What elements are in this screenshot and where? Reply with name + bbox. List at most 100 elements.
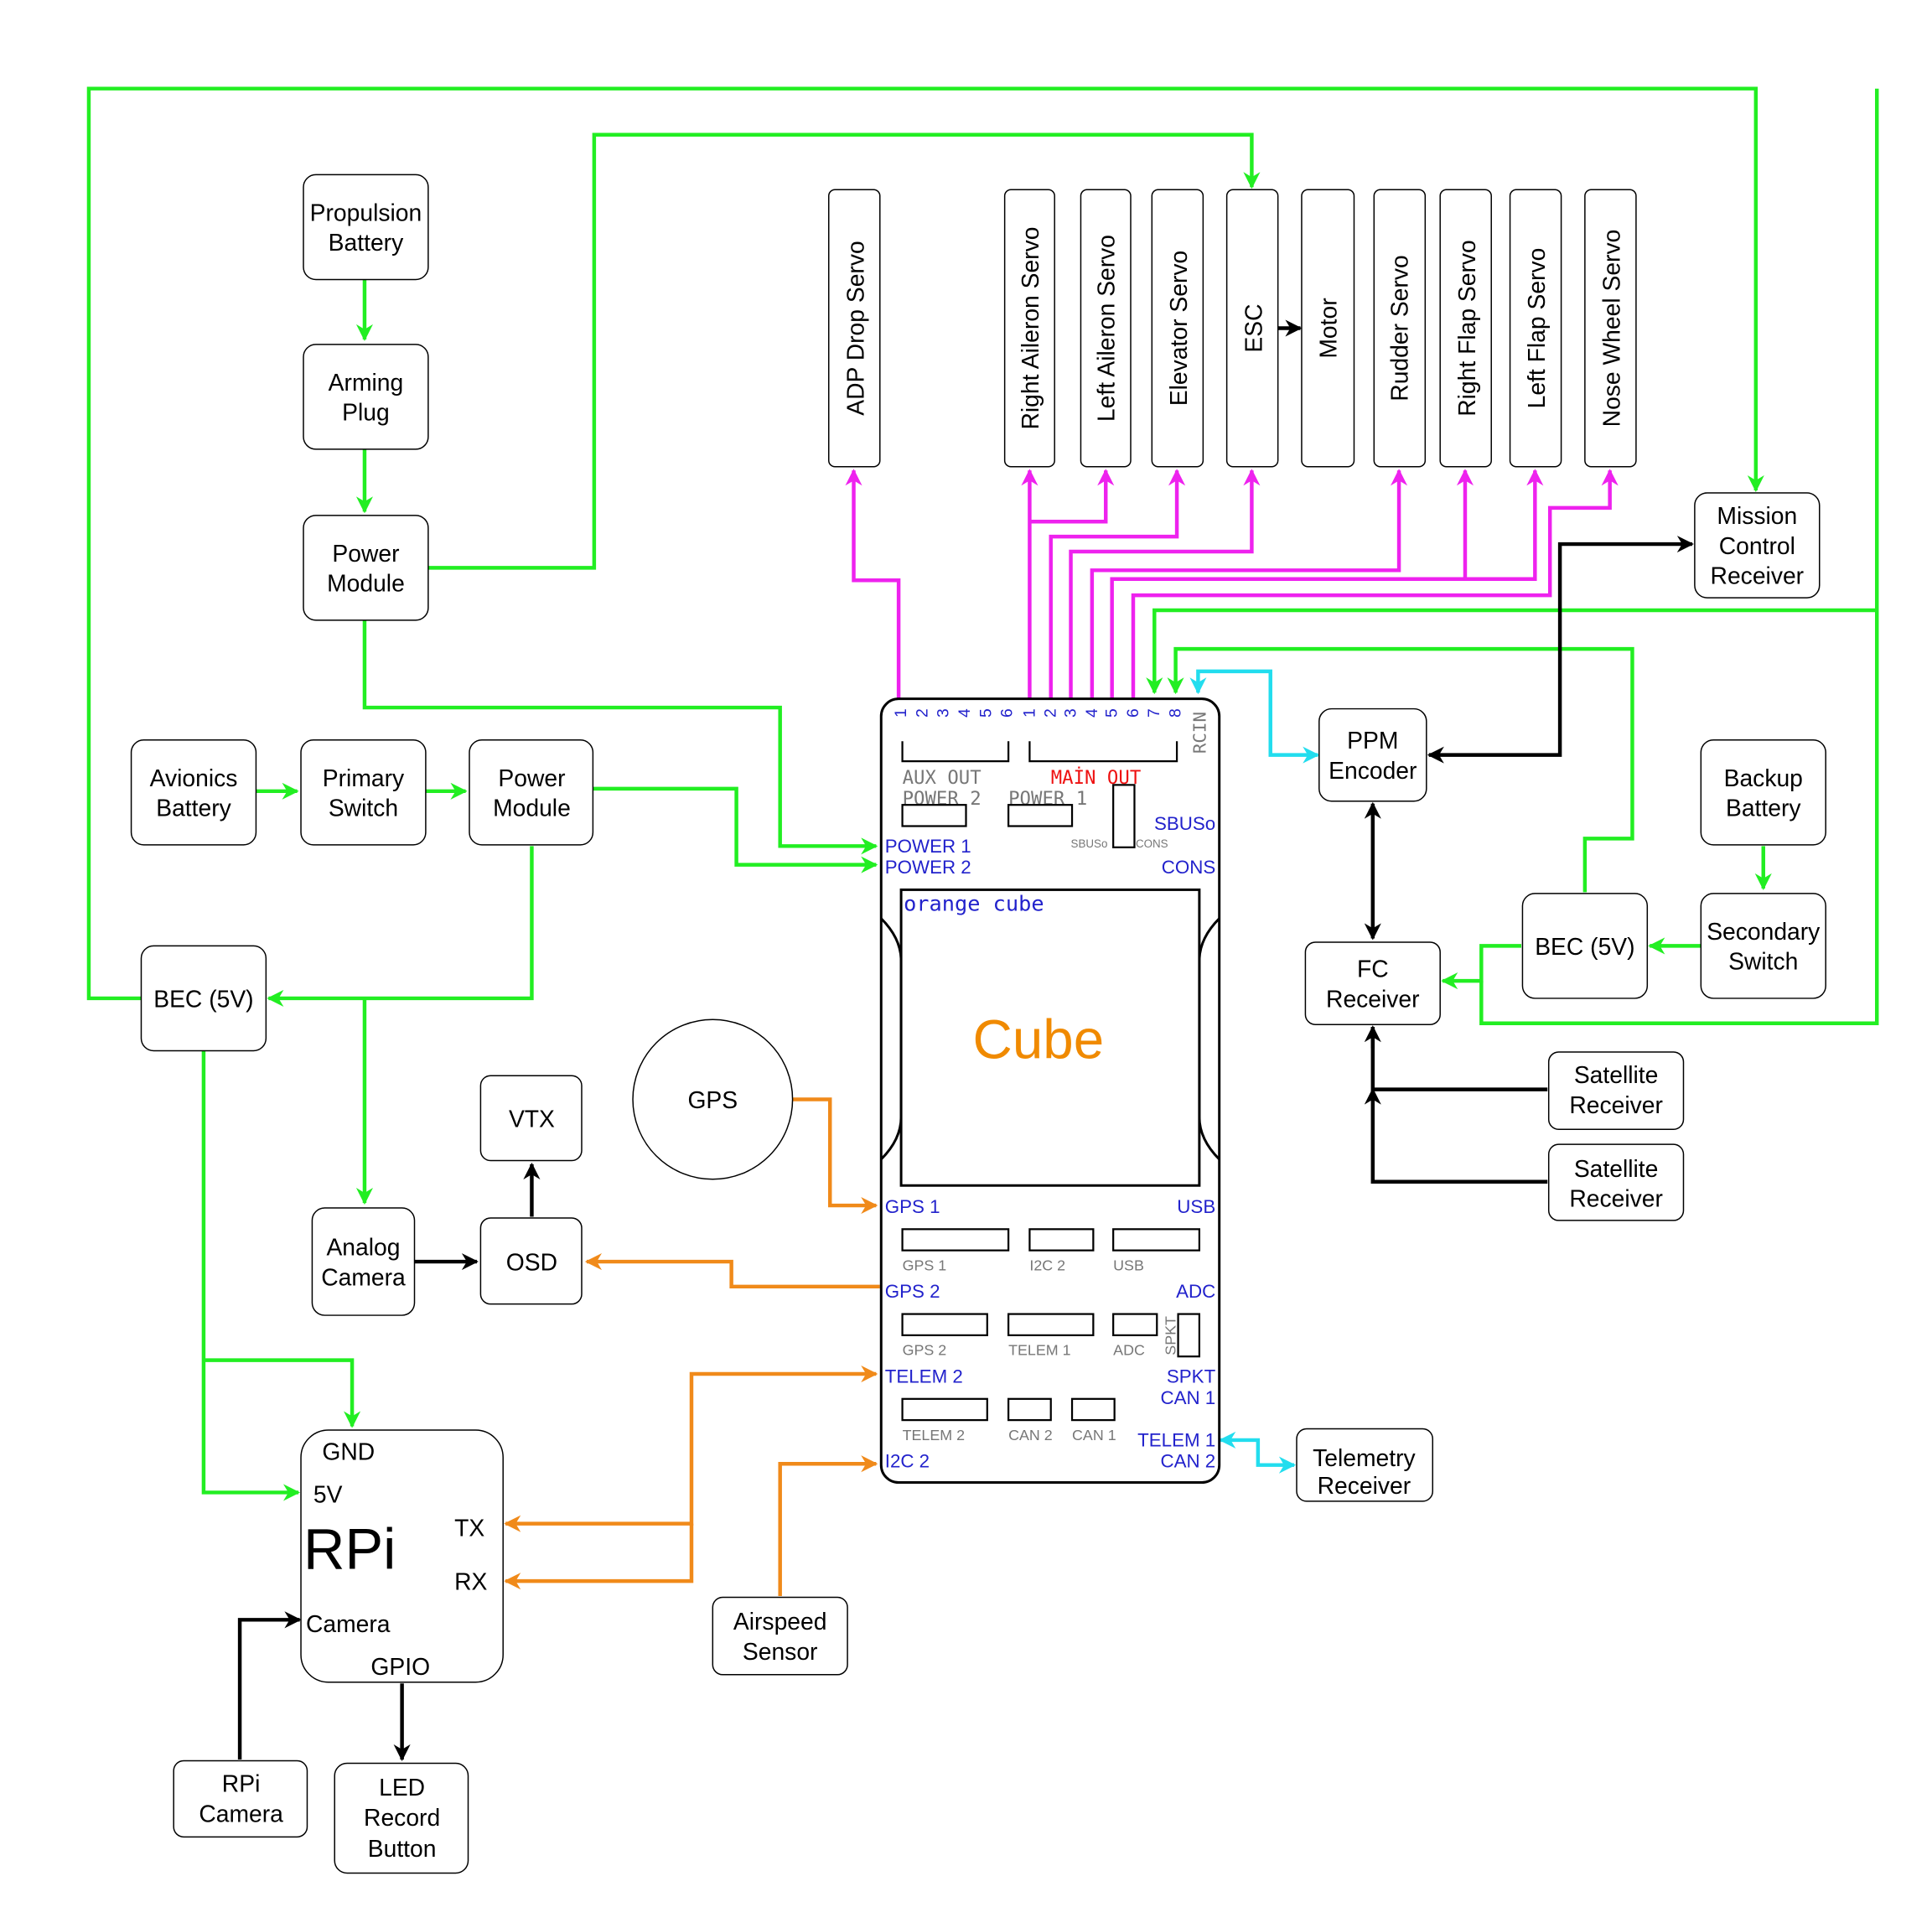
- rpi-labels: RPi GND 5V TX RX Camera GPIO: [303, 1438, 488, 1680]
- main-pin-2: 2: [1042, 708, 1060, 718]
- line-ppm-to-rcin: [1189, 669, 1320, 764]
- label-backup-battery-l2: Battery: [1726, 795, 1801, 821]
- line-main2-to-elevator: [1049, 469, 1186, 699]
- servo-label-rudder: Rudder Servo: [1386, 255, 1412, 401]
- usb-label: USB: [1177, 1196, 1215, 1217]
- main-out-bracket: [1028, 741, 1178, 763]
- servo-box-left-aileron: [1080, 189, 1132, 468]
- label-avionics-battery-l1: Avionics: [150, 764, 238, 791]
- port-power1: [1007, 804, 1074, 827]
- label-airspeed-sensor-l2: Sensor: [743, 1638, 818, 1665]
- box-rpi: [300, 1429, 504, 1683]
- power2-label: POWER 2: [885, 857, 971, 878]
- telem2-label: TELEM 2: [885, 1366, 963, 1386]
- servo-label-nose-wheel: Nose Wheel Servo: [1598, 230, 1625, 428]
- telem1-label: TELEM 1: [1137, 1429, 1215, 1450]
- line-bec-to-rpi-5v: [201, 1050, 301, 1501]
- line-main5-to-left-flap: [1464, 469, 1544, 581]
- box-fc-receiver: [1304, 941, 1441, 1025]
- box-primary-switch: [300, 739, 427, 846]
- aux-out-label: AUX OUT: [903, 767, 982, 789]
- label-primary-switch-l2: Switch: [329, 795, 398, 821]
- label-propulsion-battery-l2: Battery: [329, 229, 404, 256]
- line-main6-to-nose-wheel: [1131, 469, 1619, 699]
- label-bec-right: BEC (5V): [1535, 933, 1634, 960]
- box-propulsion-battery: [303, 174, 429, 281]
- aux-pin-4: 4: [956, 708, 974, 718]
- port-spkt: [1177, 1313, 1200, 1358]
- box-osd: [479, 1217, 583, 1305]
- servo-label-elevator: Elevator Servo: [1165, 251, 1192, 406]
- line-ppm-to-mission-control: [1427, 536, 1694, 764]
- label-analog-camera-l2: Camera: [321, 1263, 406, 1290]
- line-main1-to-left-aileron: [1029, 469, 1115, 524]
- cube-subtitle: orange cube: [904, 892, 1044, 916]
- aux-pin-numbers: 1 2 3 4 5 6: [892, 708, 1017, 718]
- label-satellite-receiver-2-l1: Satellite: [1574, 1155, 1659, 1182]
- gps2-label: GPS 2: [885, 1281, 940, 1302]
- can1-small-label: CAN 1: [1072, 1427, 1116, 1443]
- label-telemetry-receiver-l2: Receiver: [1318, 1472, 1411, 1499]
- component-labels: Propulsion Battery Arming Plug Power Mod…: [150, 199, 1821, 1862]
- port-adc: [1112, 1313, 1158, 1336]
- servo-box-elevator: [1151, 189, 1204, 468]
- sbuso-small-label: SBUSo: [1071, 837, 1108, 850]
- cube-small-labels: SBUSo CONS GPS 1 I2C 2 USB GPS 2 TELEM 1…: [903, 837, 1179, 1443]
- component-boxes: [130, 174, 1826, 1874]
- label-power-module-2-l2: Module: [493, 795, 571, 821]
- line-aux1-to-adp: [845, 469, 901, 699]
- box-avionics-battery: [130, 739, 257, 846]
- servo-lines: [845, 469, 1619, 699]
- aux-pin-1: 1: [892, 708, 910, 718]
- label-power-module-1-l2: Module: [327, 570, 405, 597]
- line-airspeed-to-i2c2: [778, 1455, 878, 1597]
- label-rpi-camera-l2: Camera: [199, 1800, 283, 1827]
- label-mission-control-l1: Mission: [1717, 502, 1797, 529]
- main-pin-6: 6: [1124, 708, 1142, 718]
- line-gps2-to-osd: [584, 1253, 880, 1289]
- main-pin-7: 7: [1145, 708, 1163, 718]
- main-pin-numbers: 1 2 3 4 5 6 7 8: [1020, 708, 1184, 718]
- label-backup-battery-l1: Backup: [1724, 764, 1803, 791]
- line-bec-to-rpi-gnd: [203, 1358, 361, 1428]
- label-satellite-receiver-1-l2: Receiver: [1569, 1091, 1663, 1118]
- label-satellite-receiver-1-l1: Satellite: [1574, 1061, 1659, 1088]
- label-arming-plug-l1: Arming: [329, 369, 404, 396]
- cube-core: [899, 888, 1201, 1187]
- label-propulsion-battery-l1: Propulsion: [310, 199, 422, 225]
- box-vtx: [479, 1075, 583, 1162]
- servo-label-right-flap: Right Flap Servo: [1453, 240, 1480, 417]
- line-main3-to-esc: [1069, 469, 1261, 699]
- servo-label-motor: Motor: [1315, 298, 1342, 358]
- line-bec-to-mission-control: [86, 86, 1764, 1001]
- servo-label-left-aileron: Left Aileron Servo: [1093, 235, 1120, 422]
- servo-labels: ADP Drop Servo Right Aileron Servo Left …: [842, 227, 1624, 430]
- label-satellite-receiver-2-l2: Receiver: [1569, 1185, 1663, 1212]
- spkt-small-label: SPKT: [1163, 1316, 1179, 1355]
- i2c2-label: I2C 2: [885, 1451, 930, 1472]
- label-analog-camera-l1: Analog: [326, 1234, 400, 1261]
- cube-ports: [901, 784, 1200, 1422]
- port-telem1: [1007, 1313, 1095, 1336]
- label-led-record-button-l1: LED: [379, 1774, 425, 1801]
- line-satellites-to-fc-receiver: [1373, 1027, 1548, 1184]
- cube-board: Cube orange cube 1 2 3 4 5 6 1 2 3 4 5 6…: [879, 697, 1221, 1485]
- main-pin-5: 5: [1103, 708, 1121, 718]
- servo-label-adp: ADP Drop Servo: [842, 241, 868, 415]
- label-telemetry-receiver-l1: Telemetry: [1313, 1444, 1416, 1471]
- label-power-module-2-l1: Power: [498, 764, 565, 791]
- label-power-module-1-l1: Power: [332, 540, 399, 567]
- label-mission-control-l3: Receiver: [1711, 562, 1805, 589]
- main-pin-8: 8: [1167, 708, 1185, 718]
- box-bec-right: [1521, 893, 1649, 999]
- rpi-title: RPi: [303, 1516, 396, 1581]
- main-pin-3: 3: [1062, 708, 1080, 718]
- servo-boxes: [828, 189, 1637, 468]
- usb-small-label: USB: [1113, 1257, 1144, 1273]
- gps1-small-label: GPS 1: [903, 1257, 947, 1273]
- label-led-record-button-l3: Button: [368, 1835, 437, 1862]
- rpi-5v-label: 5V: [313, 1480, 343, 1507]
- line-power-module-to-esc: [427, 132, 1261, 570]
- box-arming-plug: [303, 344, 429, 450]
